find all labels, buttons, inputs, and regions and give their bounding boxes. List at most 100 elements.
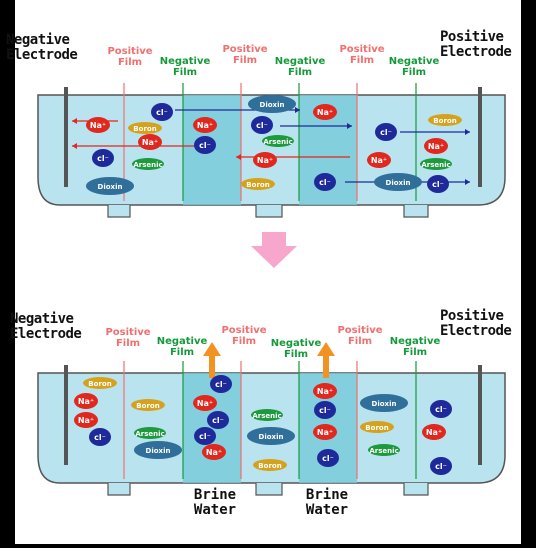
sodium-shape [422, 424, 446, 440]
bottom-boron-particle: Boron [253, 459, 287, 471]
top-drain-1 [107, 205, 131, 218]
sodium-label: Na⁺ [197, 121, 213, 130]
arsenic-shape [368, 444, 400, 456]
sodium-shape [313, 104, 337, 120]
sodium-label: Na⁺ [317, 428, 333, 437]
top-sodium-particle: Na⁺ [424, 138, 448, 154]
boron-label: Boron [433, 117, 456, 125]
bottom-dioxin-particle: Dioxin [360, 394, 408, 412]
arsenic-shape [251, 409, 283, 421]
top-positive-electrode-label: Positive Electrode [440, 29, 512, 60]
top-negative-electrode-label: Negative Electrode [6, 32, 78, 63]
bottom-arsenic-particle: Arsenic [368, 444, 400, 456]
bottom-sodium-particle: Na⁺ [313, 383, 337, 399]
arsenic-label: Arsenic [133, 161, 162, 169]
chloride-label: cl⁻ [212, 416, 224, 425]
top-sodium-particle: Na⁺ [313, 104, 337, 120]
top-sodium-particle: Na⁺ [367, 152, 391, 168]
dioxin-label: Dioxin [98, 183, 123, 191]
top-chloride-particle: cl⁻ [427, 175, 449, 193]
bottom-film-label-3: Positive Film [221, 325, 267, 347]
chloride-shape [314, 401, 336, 419]
dioxin-shape [360, 394, 408, 412]
chloride-label: cl⁻ [319, 406, 331, 415]
bottom-boron-particle: Boron [83, 377, 117, 389]
brine-outflow-arrow-2 [317, 342, 335, 378]
bottom-chloride-particle: cl⁻ [194, 427, 216, 445]
sodium-shape [193, 117, 217, 133]
bottom-arsenic-particle: Arsenic [251, 409, 283, 421]
bottom-sodium-particle: Na⁺ [74, 412, 98, 428]
dioxin-shape [247, 427, 295, 445]
bottom-dioxin-particle: Dioxin [247, 427, 295, 445]
top-arsenic-particle: Arsenic [262, 135, 294, 147]
bottom-film-label-2: Negative Film [156, 336, 208, 358]
bottom-sodium-particle: Na⁺ [422, 424, 446, 440]
chloride-shape [194, 427, 216, 445]
top-film-label-3: Positive Film [222, 44, 268, 66]
sodium-label: Na⁺ [206, 448, 222, 457]
boron-label: Boron [88, 380, 111, 388]
chloride-label: cl⁻ [199, 432, 211, 441]
boron-shape [253, 459, 287, 471]
bottom-drain-1 [107, 483, 131, 496]
bottom-boron-particle: Boron [360, 421, 394, 433]
sodium-label: Na⁺ [317, 387, 333, 396]
boron-shape [428, 114, 462, 126]
sodium-label: Na⁺ [317, 108, 333, 117]
chloride-shape [151, 103, 173, 121]
top-film-label-5: Positive Film [339, 44, 385, 66]
top-dioxin-particle: Dioxin [86, 177, 134, 195]
brine-water-label-left: Brine Water [193, 487, 237, 518]
boron-label: Boron [246, 181, 269, 189]
bottom-boron-particle: Boron [131, 399, 165, 411]
boron-shape [128, 122, 162, 134]
chloride-label: cl⁻ [156, 108, 168, 117]
sodium-label: Na⁺ [78, 416, 94, 425]
dioxin-shape [374, 173, 422, 191]
process-step-down-arrow [251, 232, 297, 268]
sodium-shape [138, 134, 162, 150]
boron-shape [241, 178, 275, 190]
sodium-label: Na⁺ [257, 156, 273, 165]
sodium-shape [86, 117, 110, 133]
chloride-label: cl⁻ [435, 405, 447, 414]
sodium-shape [202, 444, 226, 460]
top-sodium-particle: Na⁺ [253, 152, 277, 168]
sodium-shape [74, 412, 98, 428]
arsenic-shape [420, 158, 452, 170]
sodium-label: Na⁺ [197, 399, 213, 408]
bottom-film-label-5: Positive Film [337, 325, 383, 347]
sodium-label: Na⁺ [78, 397, 94, 406]
top-film-label-6: Negative Film [388, 56, 440, 78]
top-negative-electrode [64, 87, 68, 187]
sodium-shape [424, 138, 448, 154]
bottom-positive-electrode-label: Positive Electrode [440, 308, 512, 339]
sodium-label: Na⁺ [90, 121, 106, 130]
dioxin-label: Dioxin [386, 179, 411, 187]
bottom-negative-electrode [64, 365, 68, 465]
arsenic-label: Arsenic [369, 447, 398, 455]
chloride-shape [375, 123, 397, 141]
arsenic-shape [132, 158, 164, 170]
bottom-film-label-4: Negative Film [270, 338, 322, 360]
chloride-label: cl⁻ [435, 462, 447, 471]
bottom-arsenic-particle: Arsenic [134, 427, 166, 439]
dioxin-shape [134, 441, 182, 459]
dioxin-shape [248, 95, 296, 113]
top-dioxin-particle: Dioxin [374, 173, 422, 191]
brine-water-label-right: Brine Water [305, 487, 349, 518]
sodium-shape [313, 383, 337, 399]
boron-label: Boron [133, 125, 156, 133]
chloride-shape [207, 411, 229, 429]
dioxin-shape [86, 177, 134, 195]
chloride-label: cl⁻ [94, 433, 106, 442]
top-dioxin-particle: Dioxin [248, 95, 296, 113]
right-black-bar [521, 0, 536, 544]
top-drain-3 [403, 205, 429, 218]
sodium-shape [74, 393, 98, 409]
chloride-shape [210, 375, 232, 393]
sodium-shape [313, 424, 337, 440]
